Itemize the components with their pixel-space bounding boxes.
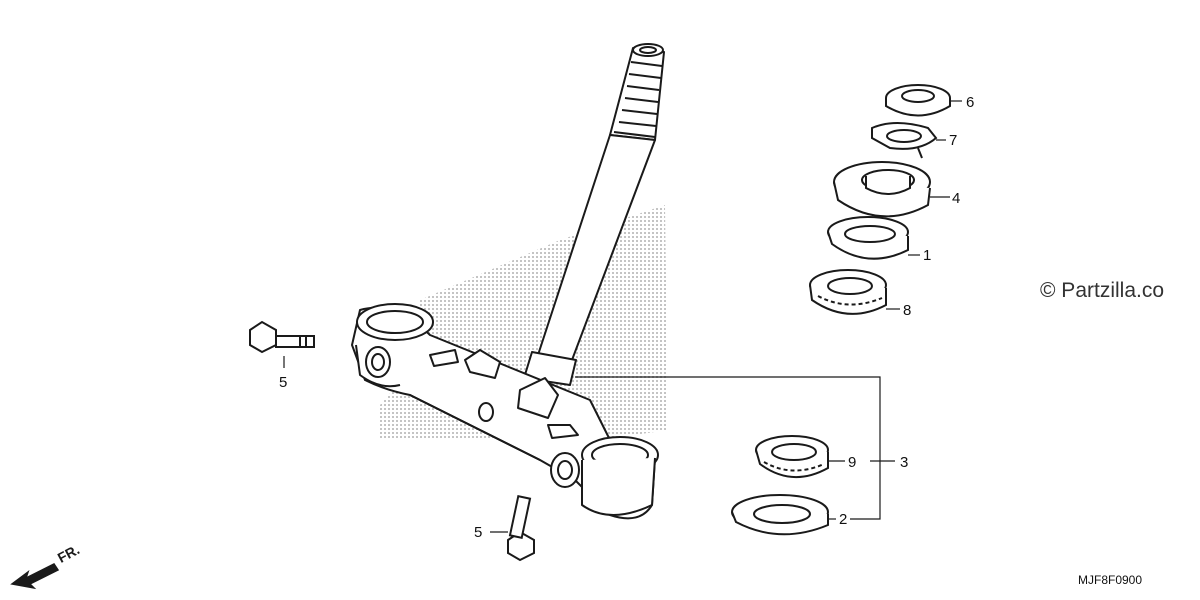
- callout-6: 6: [966, 94, 975, 111]
- part-9-lower-bearing: [755, 435, 829, 479]
- arrow-icon: [10, 563, 60, 590]
- part-7-lock-washer: [871, 122, 938, 159]
- callout-9: 9: [848, 454, 857, 471]
- front-direction-arrow: FR.: [10, 541, 82, 590]
- diagram-code: MJF8F0900: [1078, 573, 1143, 587]
- callout-7: 7: [949, 132, 958, 149]
- callout-8: 8: [903, 302, 912, 319]
- callout-2: 2: [839, 511, 848, 528]
- lower-fork-bridge: [351, 303, 659, 520]
- front-arrow-label: FR.: [55, 541, 82, 566]
- part-5-upper-bolt: [249, 320, 315, 354]
- callout-5-lower: 5: [474, 524, 483, 541]
- part-8-upper-bearing: [809, 269, 887, 315]
- part-2-lower-dust-seal: [731, 494, 829, 536]
- steering-stem-shaft: [523, 43, 665, 386]
- part-1-dust-seal: [827, 216, 909, 260]
- part-5-lower-bolt: [507, 495, 535, 562]
- part-4-adjusting-nut: [833, 161, 931, 218]
- callout-4: 4: [952, 190, 961, 207]
- callout-1: 1: [923, 247, 932, 264]
- leader-lines: [283, 100, 962, 533]
- part-6-lock-nut: [885, 84, 951, 117]
- copyright-watermark: © Partzilla.co: [1040, 279, 1165, 302]
- callout-3: 3: [900, 454, 909, 471]
- callout-5-upper: 5: [279, 374, 288, 391]
